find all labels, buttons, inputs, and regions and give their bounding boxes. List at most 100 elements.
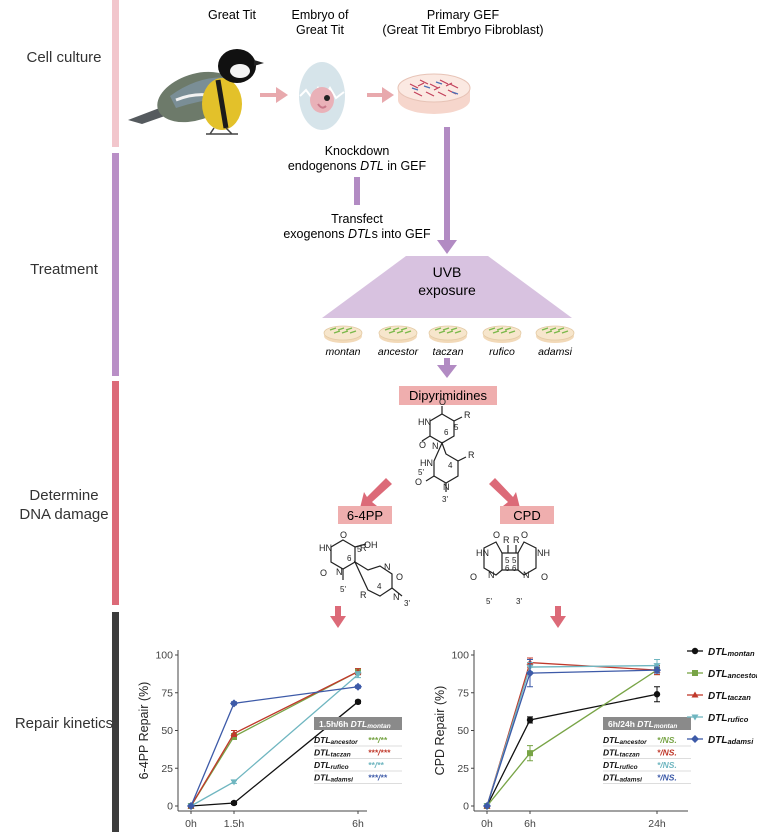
arrow-to-64pp: [360, 478, 392, 508]
legend-label: DTLancestor: [708, 669, 757, 680]
svg-text:O: O: [521, 530, 528, 540]
svg-text:5': 5': [340, 585, 346, 594]
stats-table: 6h/24h DTLmontanDTLancestor*/NS.DTLtacza…: [603, 717, 691, 784]
legend-item-rufico: DTLrufico: [687, 713, 749, 724]
legend-label: DTLadamsi: [708, 735, 754, 746]
transfect-text: Transfect: [331, 212, 383, 226]
svg-text:R: R: [468, 450, 475, 460]
svg-text:3': 3': [442, 495, 448, 504]
series-adamsi: [187, 682, 362, 810]
legend-marker: [691, 714, 699, 721]
stats-row-sig: */NS.: [657, 773, 677, 783]
bird-label: Great Tit: [208, 8, 256, 22]
stats-row-label: DTLtaczan: [603, 748, 640, 759]
x-tick-label: 6h: [352, 818, 364, 830]
y-axis-label: 6-4PP Repair (%): [137, 682, 151, 780]
y-tick-label: 25: [161, 763, 173, 775]
y-tick-label: 100: [155, 650, 173, 662]
arrow-dishes-dipy-head: [437, 365, 457, 378]
pp64-label: 6-4PP: [347, 508, 383, 523]
section-bar-repair: [112, 612, 119, 832]
knockdown-text: Knockdown: [325, 144, 390, 158]
svg-text:4: 4: [377, 582, 382, 591]
data-point: [230, 730, 238, 737]
stats-header-bg: [314, 717, 402, 730]
stats-row-sig: **/**: [368, 760, 384, 770]
svg-text:N: N: [523, 570, 530, 580]
svg-text:HN: HN: [476, 548, 489, 558]
dipyrimidines-box: [399, 386, 497, 405]
stats-row-sig: ***/**: [368, 735, 388, 745]
dish-montan: montan: [323, 325, 363, 358]
svg-text:N: N: [393, 592, 400, 602]
treatment-connector: [354, 177, 360, 205]
svg-text:R: R: [464, 410, 471, 420]
section-bar-damage: [112, 381, 119, 605]
stats-row-sig: */NS.: [657, 760, 677, 770]
arrow-cpd-chart: [550, 606, 566, 628]
svg-text:6: 6: [347, 554, 352, 563]
stats-row-label: DTLadamsi: [314, 773, 353, 784]
svg-text:5: 5: [505, 556, 510, 565]
legend: DTLmontanDTLancestorDTLtaczanDTLruficoDT…: [687, 647, 757, 746]
stats-row-sig: ***/***: [368, 748, 391, 758]
stats-header: 6h/24h DTLmontan: [608, 719, 677, 730]
svg-text:3': 3': [516, 597, 522, 606]
y-tick-label: 75: [161, 687, 173, 699]
y-tick-label: 0: [463, 801, 469, 813]
arrow-gef-uvb-head: [437, 240, 457, 254]
svg-text:O: O: [439, 397, 446, 407]
series-montan: [187, 698, 362, 810]
svg-text:R: R: [513, 535, 520, 545]
pp64-atoms: O HN O N 5 6 R OH 5' R N 4 O N 3': [319, 530, 410, 608]
y-tick-label: 75: [457, 687, 469, 699]
data-point: [526, 669, 534, 678]
svg-text:3': 3': [404, 599, 410, 608]
data-point: [230, 779, 238, 786]
x-tick-label: 6h: [524, 818, 536, 830]
svg-text:5: 5: [357, 545, 362, 554]
dish-ancestor: ancestor: [378, 325, 419, 358]
stats-row-sig: */NS.: [657, 735, 677, 745]
series-line: [486, 693, 658, 807]
transfect-text-2: exogenons DTLs into GEF: [283, 227, 431, 241]
svg-text:O: O: [415, 477, 422, 487]
dish-label-adamsi: adamsi: [538, 346, 573, 358]
cpd-label: CPD: [513, 508, 540, 523]
section-bar-culture: [112, 0, 119, 147]
legend-marker: [691, 647, 699, 655]
pp64-structure: [330, 539, 403, 597]
x-tick-label: 1.5h: [224, 818, 245, 830]
svg-text:HN: HN: [418, 417, 431, 427]
data-point: [653, 663, 661, 670]
svg-text:6: 6: [505, 564, 510, 573]
x-tick-label: 0h: [481, 818, 493, 830]
svg-text:N: N: [432, 441, 439, 451]
svg-text:O: O: [396, 572, 403, 582]
svg-text:R: R: [360, 590, 367, 600]
great-tit-icon: [128, 49, 264, 135]
dish-adamsi: adamsi: [535, 325, 575, 358]
stats-row-label: DTLancestor: [314, 735, 358, 746]
svg-text:HN: HN: [319, 543, 332, 553]
embryo-egg-icon: [299, 62, 345, 130]
uvb-label: UVB: [433, 264, 462, 280]
data-point: [354, 672, 362, 679]
section-label-treatment: Treatment: [30, 261, 99, 278]
data-point: [230, 799, 238, 807]
arrow-embryo-gef: [367, 87, 394, 103]
dish-label-taczan: taczan: [433, 346, 464, 358]
uvb-beam: [322, 256, 572, 318]
stats-row-sig: */NS.: [657, 748, 677, 758]
arrow-to-cpd: [489, 478, 520, 508]
data-point: [526, 716, 534, 724]
dipyrimidines-label: Dipyrimidines: [409, 388, 488, 403]
data-point: [653, 666, 661, 675]
svg-text:O: O: [320, 568, 327, 578]
dish-label-rufico: rufico: [489, 346, 515, 358]
svg-text:O: O: [470, 572, 477, 582]
section-label-repair: Repair kinetics: [15, 715, 113, 732]
svg-text:N: N: [443, 482, 450, 492]
dish-taczan: taczan: [428, 325, 468, 358]
